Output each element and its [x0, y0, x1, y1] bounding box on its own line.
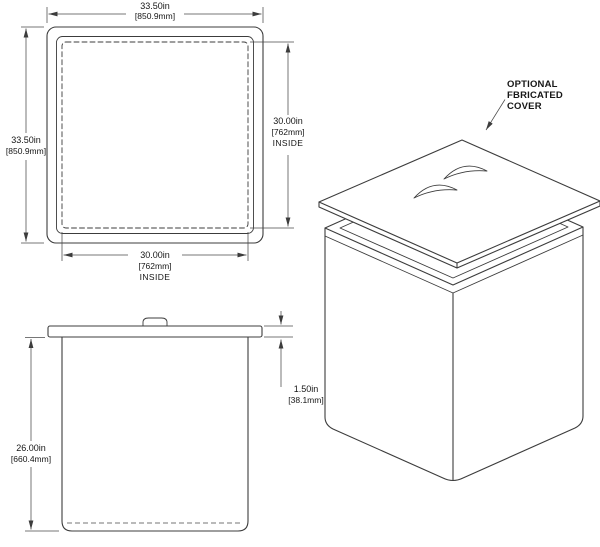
dim-outer-width-in: 33.50in: [140, 1, 170, 11]
dim-outer-height-mm: [850.9mm]: [6, 146, 46, 156]
dim-inside-width-note: INSIDE: [140, 272, 171, 282]
cover-callout: OPTIONAL FBRICATED COVER: [485, 79, 563, 131]
front-view-tank-body: [61, 336, 249, 532]
dim-inside-height: 30.00in [762mm] INSIDE: [250, 41, 305, 229]
dim-cover-height: 1.50in [38.1mm]: [264, 311, 324, 405]
top-view-inner-rim: [56, 36, 254, 234]
dim-outer-width: 33.50in [850.9mm]: [46, 1, 264, 23]
cover-label-line1: OPTIONAL: [507, 79, 558, 90]
dim-inside-width: 30.00in [762mm] INSIDE: [61, 232, 249, 282]
front-view: 26.00in [660.4mm] 1.50in [38.1mm]: [11, 311, 324, 532]
front-view-cover-handle: [142, 317, 168, 327]
iso-cover-fill: [319, 140, 600, 268]
dim-outer-height: 33.50in [850.9mm]: [6, 26, 46, 244]
dim-outer-height-in: 33.50in: [11, 135, 41, 145]
iso-view: OPTIONAL FBRICATED COVER: [318, 79, 600, 482]
dim-inside-width-in: 30.00in: [140, 250, 170, 260]
cover-label-line3: COVER: [507, 101, 542, 112]
top-view-inside-edge: [61, 41, 249, 229]
dim-body-height: 26.00in [660.4mm]: [11, 337, 59, 532]
dim-cover-height-in: 1.50in: [294, 384, 319, 394]
cover-label-leader-arrow: [485, 99, 506, 131]
dim-body-height-mm: [660.4mm]: [11, 454, 51, 464]
dim-inside-height-note: INSIDE: [273, 138, 304, 148]
front-view-cover: [47, 325, 263, 338]
dim-inside-width-mm: [762mm]: [138, 261, 171, 271]
cover-label-line2: FBRICATED: [507, 90, 563, 101]
dim-inside-height-mm: [762mm]: [271, 127, 304, 137]
dim-cover-height-mm: [38.1mm]: [288, 395, 323, 405]
dim-outer-width-mm: [850.9mm]: [135, 11, 175, 21]
iso-cover-edge: [318, 200, 600, 269]
iso-cover-handle: [413, 184, 458, 199]
iso-cover-handle: [443, 165, 488, 180]
iso-cover: [318, 139, 600, 269]
top-view: 33.50in [850.9mm] 33.50in [850.9mm] 30.0…: [6, 1, 305, 282]
top-view-outer-rim: [46, 26, 264, 244]
dim-body-height-in: 26.00in: [16, 443, 46, 453]
dim-inside-height-in: 30.00in: [273, 116, 303, 126]
